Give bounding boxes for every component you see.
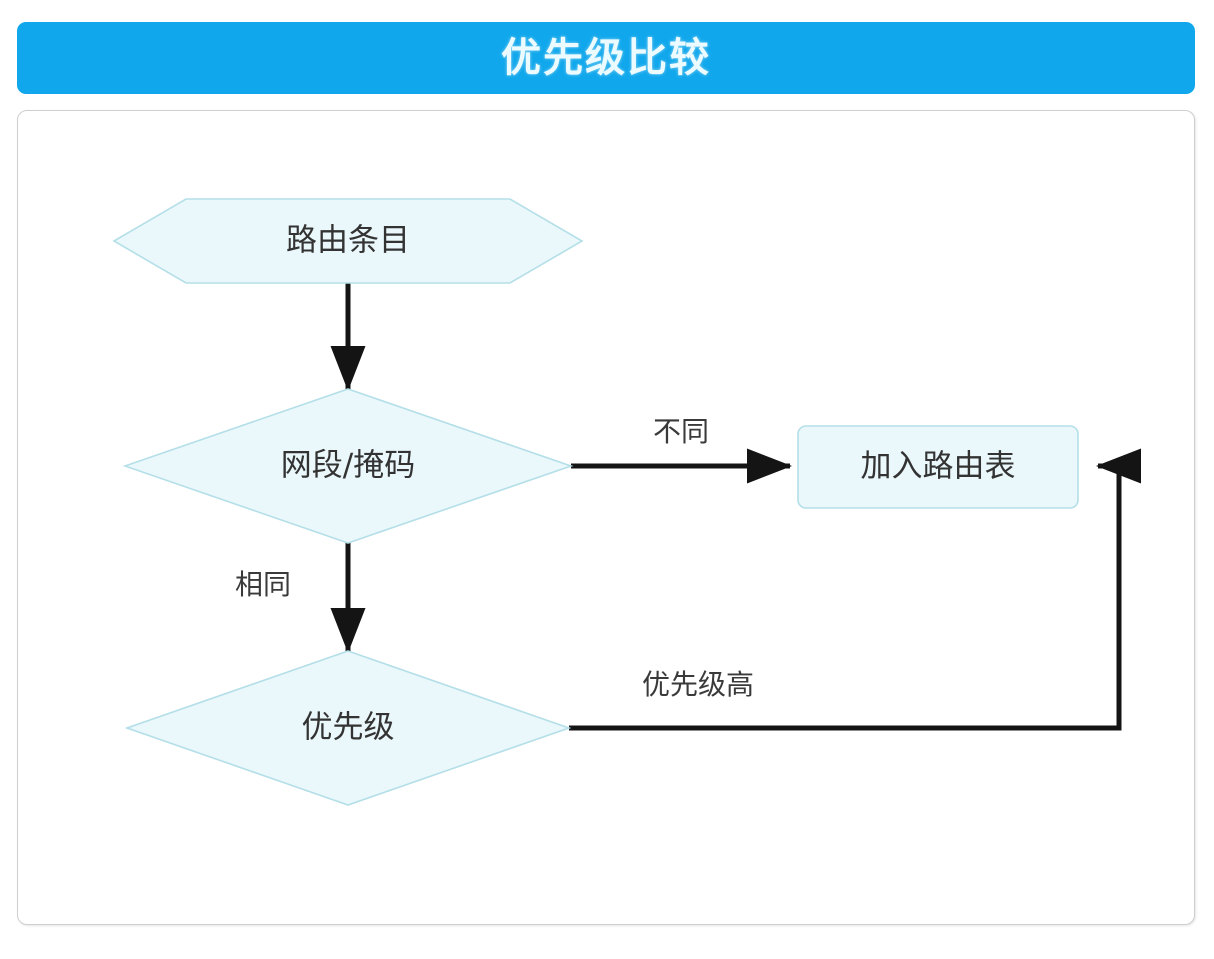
node-label-add-to-table: 加入路由表 <box>861 449 1016 485</box>
edge-priority-higher: 优先级高 <box>569 448 1142 731</box>
diamond-shape <box>122 388 574 544</box>
node-label-route-entry: 路由条目 <box>286 223 410 259</box>
edge-label-higher-priority: 优先级高 <box>642 668 754 701</box>
edge-mask-same: 相同 <box>235 543 366 653</box>
node-route-entry[interactable]: 路由条目 <box>112 198 584 284</box>
page-title: 优先级比较 <box>501 35 711 81</box>
node-label-priority: 优先级 <box>302 710 395 746</box>
node-net-mask[interactable]: 网段/掩码 <box>122 388 574 544</box>
node-label-net-mask: 网段/掩码 <box>281 448 415 484</box>
rounded-rect-shape <box>797 425 1079 509</box>
edge-mask-different: 不同 <box>571 415 792 484</box>
node-priority[interactable]: 优先级 <box>124 650 572 806</box>
node-add-to-table[interactable]: 加入路由表 <box>797 425 1079 509</box>
edge-label-different: 不同 <box>653 415 709 448</box>
diamond-shape <box>124 650 572 806</box>
page-title-bar: 优先级比较 <box>17 22 1195 94</box>
hexagon-shape <box>112 198 584 284</box>
flowchart-canvas: 不同 相同 优先级高 路由条目 网段/掩码 <box>112 198 1142 806</box>
edge-label-same: 相同 <box>235 568 291 601</box>
diagram-panel: 不同 相同 优先级高 路由条目 网段/掩码 <box>17 110 1195 925</box>
